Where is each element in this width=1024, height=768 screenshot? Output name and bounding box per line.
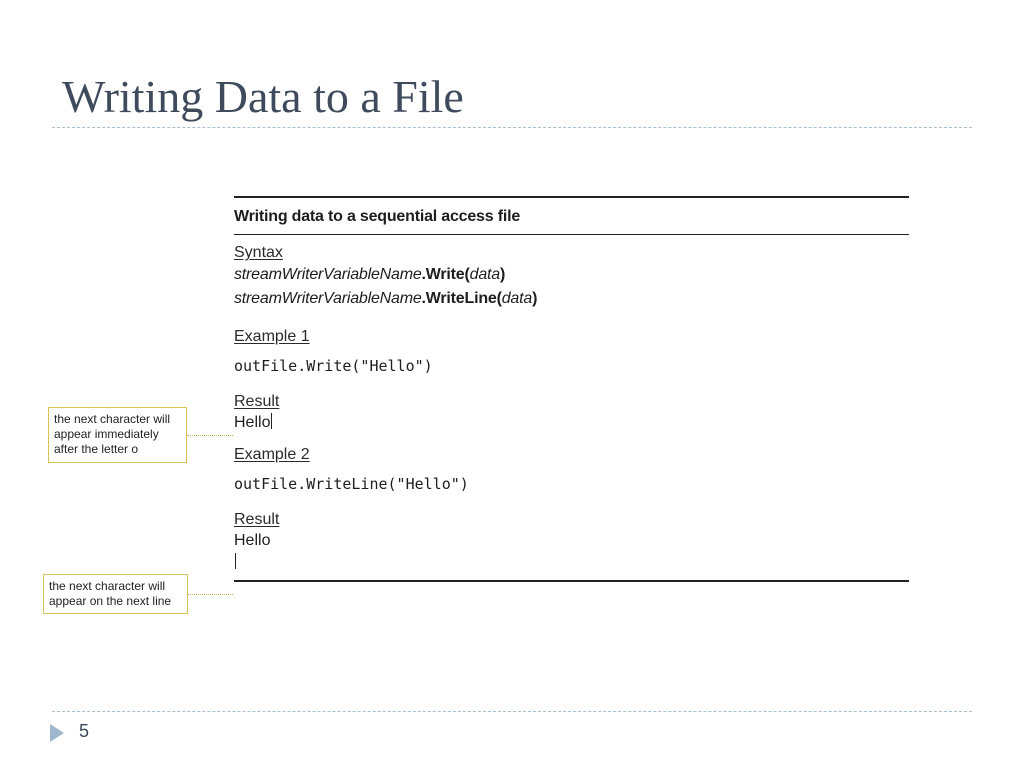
example1-label: Example 1: [234, 328, 310, 345]
result1-section: Result Hello: [234, 377, 909, 434]
syntax-method: .Write(: [421, 266, 470, 283]
callout-connector: [187, 435, 233, 436]
syntax-write-line: streamWriterVariableName.Write(data): [234, 263, 909, 287]
result1-output: Hello: [234, 412, 909, 434]
example2-label: Example 2: [234, 446, 310, 463]
play-arrow-icon: [50, 724, 64, 742]
result1-label: Result: [234, 393, 280, 410]
footer-divider: [52, 711, 972, 712]
syntax-section: Syntax streamWriterVariableName.Write(da…: [234, 235, 909, 311]
syntax-label: Syntax: [234, 244, 283, 261]
syntax-argument: data: [469, 266, 501, 283]
syntax-method: .WriteLine(: [421, 290, 502, 307]
example2-section: Example 2 outFile.WriteLine("Hello"): [234, 434, 909, 495]
callout-next-line: the next character will appear on the ne…: [43, 574, 188, 614]
syntax-box: Writing data to a sequential access file…: [234, 196, 909, 582]
example2-code: outFile.WriteLine("Hello"): [234, 475, 469, 493]
result2-cursor-line: [234, 552, 909, 574]
box-heading: Writing data to a sequential access file: [234, 208, 521, 225]
syntax-writeline-line: streamWriterVariableName.WriteLine(data): [234, 287, 909, 311]
slide-title: Writing Data to a File: [62, 71, 464, 122]
result2-label: Result: [234, 511, 280, 528]
example1-section: Example 1 outFile.Write("Hello"): [234, 311, 909, 377]
syntax-close: ): [532, 290, 538, 307]
text-cursor: [271, 413, 273, 429]
box-bottom-rule: [234, 580, 909, 582]
syntax-variable: streamWriterVariableName: [234, 266, 422, 283]
box-heading-rule: [234, 234, 909, 235]
callout-connector: [188, 594, 233, 595]
result2-section: Result Hello: [234, 495, 909, 574]
title-divider: [52, 127, 972, 128]
text-cursor: [235, 553, 236, 569]
result2-text: Hello: [234, 532, 271, 549]
syntax-variable: streamWriterVariableName: [234, 290, 422, 307]
result1-text: Hello: [234, 414, 271, 431]
callout-after-letter: the next character will appear immediate…: [48, 407, 187, 463]
example1-code: outFile.Write("Hello"): [234, 357, 433, 375]
syntax-close: ): [499, 266, 506, 283]
box-top-rule: [234, 196, 909, 198]
syntax-argument: data: [501, 290, 533, 307]
page-number: 5: [79, 721, 90, 741]
